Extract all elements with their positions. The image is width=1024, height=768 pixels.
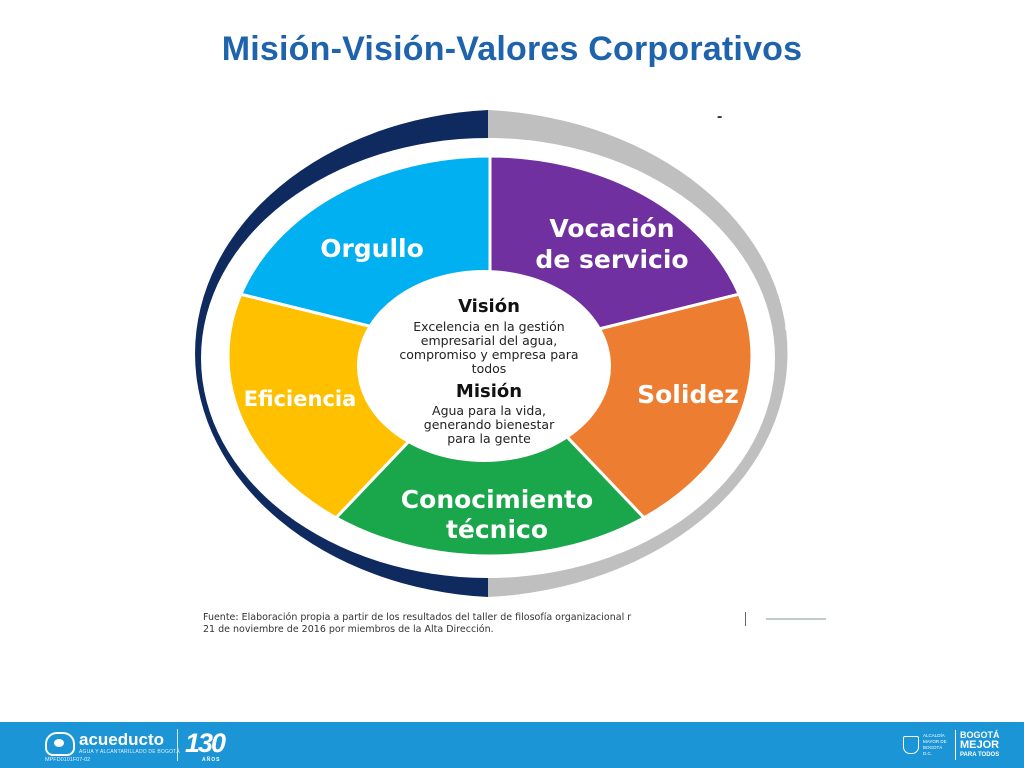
dash-mark: - [717, 108, 723, 125]
anniversary-sub: AÑOS [202, 757, 221, 763]
bogota-divider [955, 730, 956, 760]
brand-subtitle: AGUA Y ALCANTARILLADO DE BOGOTÁ [79, 749, 180, 755]
source-line-1: Fuente: Elaboración propia a partir de l… [203, 612, 632, 623]
ring-label-respeto: Respeto [152, 275, 192, 410]
vision-title: Visión [458, 296, 520, 317]
alcaldia-label: ALCALDÍA MAYOR DE BOGOTÁ D.C. [923, 733, 947, 756]
source-note: Fuente: Elaboración propia a partir de l… [203, 612, 723, 636]
mision-line-0: Agua para la vida, [432, 403, 546, 418]
center-circle [357, 270, 611, 462]
acueducto-logo: acueducto AGUA Y ALCANTARILLADO DE BOGOT… [45, 731, 180, 756]
vision-line-3: todos [472, 361, 507, 376]
vision-line-2: compromiso y empresa para [399, 347, 578, 362]
bogota-logo: ALCALDÍA MAYOR DE BOGOTÁ D.C. BOGOTÁ MEJ… [903, 730, 1000, 760]
source-image-fragment [745, 612, 831, 626]
segment-label-vocacion: Vocación [549, 214, 674, 243]
segment-label-solidez: Solidez [637, 380, 739, 409]
bogota-line-2: MEJOR [960, 739, 1000, 751]
mision-title: Misión [456, 381, 522, 402]
bogota-line-1: BOGOTÁ [960, 730, 1000, 740]
water-drop-icon [45, 731, 75, 756]
brand-name: acueducto [79, 730, 165, 749]
shield-icon [903, 736, 919, 754]
segment-label-conocimiento: Conocimiento [401, 485, 593, 514]
page-title: Misión-Visión-Valores Corporativos [221, 30, 803, 68]
mision-line-2: para la gente [447, 431, 531, 446]
segment-label-eficiencia: Eficiencia [244, 387, 357, 411]
segment-label-vocacion-line2: de servicio [535, 245, 688, 274]
footer-bar: acueducto AGUA Y ALCANTARILLADO DE BOGOT… [0, 722, 1024, 768]
document-code: MPFD0101F07-02 [45, 757, 91, 763]
vision-line-1: empresarial del agua, [421, 333, 557, 348]
anniversary-number: 130 [185, 728, 226, 758]
segment-label-orgullo: Orgullo [320, 234, 424, 263]
bogota-line-3: PARA TODOS [960, 752, 1000, 758]
source-line-2: 21 de noviembre de 2016 por miembros de … [203, 624, 494, 635]
footer-divider [177, 729, 178, 761]
segment-label-conocimiento-line2: técnico [446, 515, 548, 544]
vision-line-0: Excelencia en la gestión [413, 319, 564, 334]
anniversary-logo: 130 AÑOS [185, 728, 226, 763]
mision-line-1: generando bienestar [424, 417, 555, 432]
